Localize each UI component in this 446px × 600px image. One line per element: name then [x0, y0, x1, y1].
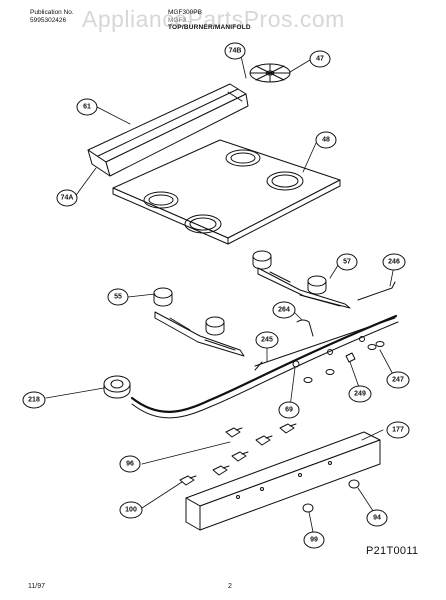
callout-96: 96 — [119, 455, 141, 473]
callout-177: 177 — [386, 421, 410, 439]
svg-text:94: 94 — [373, 515, 381, 522]
callout-61: 61 — [76, 98, 98, 116]
figure-code: P21T0011 — [366, 545, 419, 557]
callout-57: 57 — [336, 253, 358, 271]
callout-99: 99 — [303, 531, 325, 549]
page-number: 2 — [228, 583, 232, 590]
publication-label: Publication No. — [30, 9, 74, 16]
callout-94: 94 — [366, 509, 388, 527]
callout-218: 218 — [22, 391, 46, 409]
svg-text:74A: 74A — [61, 195, 74, 202]
valve-orifices — [303, 341, 385, 383]
svg-text:246: 246 — [388, 259, 400, 266]
svg-text:74B: 74B — [229, 48, 242, 55]
svg-text:61: 61 — [83, 104, 91, 111]
svg-text:96: 96 — [126, 461, 134, 468]
svg-text:100: 100 — [125, 507, 137, 514]
model-sub: MGF3... — [168, 16, 192, 24]
callout-47: 47 — [309, 50, 331, 68]
backguard — [87, 83, 249, 177]
pressure-regulator — [103, 375, 131, 399]
control-panel — [185, 431, 381, 531]
model-info: MGF300PB MGF3... TOP/BURNER/MANIFOLD — [168, 9, 251, 32]
callout-74b: 74B — [224, 42, 246, 60]
svg-text:218: 218 — [28, 397, 40, 404]
svg-text:55: 55 — [114, 294, 122, 301]
svg-text:249: 249 — [354, 391, 366, 398]
manifold-pipe — [130, 314, 399, 419]
svg-text:69: 69 — [285, 407, 293, 414]
leader-lines — [45, 55, 397, 538]
callout-55: 55 — [107, 288, 129, 306]
callout-69: 69 — [278, 401, 300, 419]
callout-245: 245 — [255, 331, 279, 349]
svg-text:247: 247 — [392, 377, 404, 384]
burner-grate — [249, 63, 291, 83]
section-title: TOP/BURNER/MANIFOLD — [168, 24, 251, 31]
control-knobs — [302, 479, 360, 513]
svg-text:48: 48 — [322, 137, 330, 144]
callout-246: 246 — [382, 253, 406, 271]
callout-48: 48 — [315, 131, 337, 149]
burner-valves — [179, 423, 297, 486]
model-number: MGF300PB — [168, 9, 202, 16]
publication-number: 5995302426 — [30, 16, 67, 24]
footer-date: 11/97 — [28, 583, 45, 590]
svg-text:57: 57 — [343, 259, 351, 266]
svg-text:245: 245 — [261, 337, 273, 344]
callout-100: 100 — [119, 501, 143, 519]
callout-74a: 74A — [56, 189, 78, 207]
svg-text:264: 264 — [278, 307, 290, 314]
callout-247: 247 — [386, 371, 410, 389]
part-callouts: 74B 47 61 48 74A 57 246 55 264 245 249 2… — [22, 42, 410, 549]
burner-assembly-rear — [252, 250, 351, 309]
publication-info: Publication No. 5995302426 — [30, 9, 74, 24]
svg-text:99: 99 — [310, 537, 318, 544]
cooktop — [112, 139, 341, 245]
burner-assembly-front — [153, 287, 245, 357]
watermark: AppliancePartsPros.com — [82, 6, 345, 32]
svg-text:47: 47 — [316, 56, 324, 63]
callout-249: 249 — [348, 385, 372, 403]
svg-text:177: 177 — [392, 427, 404, 434]
callout-264: 264 — [272, 301, 296, 319]
